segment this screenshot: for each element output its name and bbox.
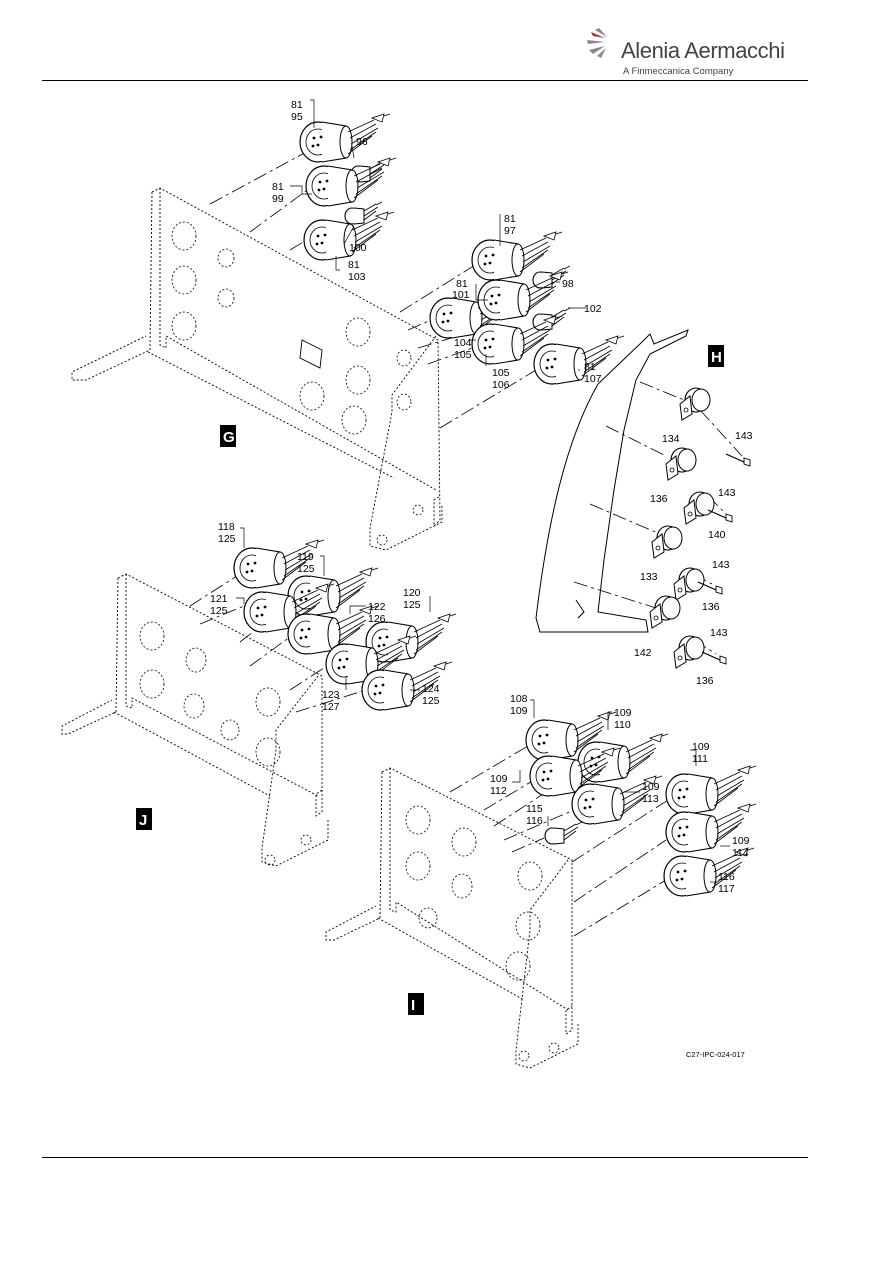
callout-110: 110 [614,719,631,731]
panel-g-holes [171,221,424,546]
callout-123: 123 [322,689,340,701]
callout-136: 136 [696,675,714,687]
callout-105: 105 [492,367,510,379]
callout-102: 102 [584,303,602,315]
company-name: Alenia Aermacchi [621,38,785,63]
panel-h-callouts: 134 143 136 143 140 133 143 136 142 143 … [634,430,753,687]
callout-81: 81 [291,99,303,111]
callout-81: 81 [348,259,360,271]
callout-143: 143 [712,559,730,571]
callout-136: 136 [702,601,720,613]
callout-122: 122 [368,601,386,613]
callout-118: 118 [218,521,235,533]
callout-133: 133 [640,571,658,583]
header-rule [42,80,808,81]
callout-113: 113 [642,793,659,805]
callout-109: 109 [614,707,632,719]
callout-109: 109 [732,835,750,847]
panel-i-leaders [449,745,669,937]
callout-143: 143 [710,627,728,639]
footer-rule [42,1157,808,1158]
panel-g-callout-leaders [290,99,586,371]
view-letter-j: J [139,812,147,829]
callout-81: 81 [584,361,596,373]
callout-124: 124 [422,683,440,695]
panel-i-connectors [525,711,757,897]
panel-j [61,573,329,867]
callout-140: 140 [708,529,726,541]
callout-108: 108 [510,693,528,705]
callout-116: 116 [526,815,543,827]
callout-114: 114 [732,847,749,859]
panel-h [535,329,689,633]
view-letter-g: G [223,429,235,446]
callout-100: 100 [349,242,367,254]
callout-101: 101 [452,289,470,301]
callout-109: 109 [692,741,710,753]
callout-120: 120 [403,587,421,599]
figure-reference: C27-IPC-024-017 [686,1050,745,1059]
callout-121: 121 [210,593,228,605]
callout-116: 116 [718,871,735,883]
callout-106: 106 [492,379,510,391]
alenia-aermacchi-logo-mark-icon [587,28,607,58]
callout-97: 97 [504,225,516,237]
callout-126: 126 [368,613,386,625]
callout-81: 81 [504,213,516,225]
callout-107: 107 [584,373,602,385]
callout-125: 125 [218,533,236,545]
view-label-g: G [220,425,236,447]
panel-i-callouts: 108 109 109 110 109 111 109 112 109 113 … [490,693,750,895]
company-tagline: A Finmeccanica Company [623,66,734,77]
panel-j-callout-leaders [236,527,431,691]
callout-109: 109 [490,773,508,785]
callout-143: 143 [735,430,753,442]
callout-98: 98 [562,278,574,290]
panel-i-callout-leaders [512,699,730,883]
callout-95: 95 [291,111,303,123]
callout-117: 117 [718,883,735,895]
callout-127: 127 [322,701,340,713]
panel-i-holes [405,805,560,1062]
company-logo: Alenia Aermacchi A Finmeccanica Company [585,26,785,82]
panel-i [325,767,579,1069]
callout-109: 109 [510,705,528,717]
view-letter-i: I [411,997,415,1014]
callout-115: 115 [526,803,543,815]
callout-104: 104 [454,337,472,349]
panel-g [71,187,443,551]
callout-143: 143 [718,487,736,499]
callout-112: 112 [490,785,507,797]
callout-136: 136 [650,493,668,505]
callout-125: 125 [403,599,421,611]
callout-99: 99 [272,193,284,205]
callout-81: 81 [272,181,284,193]
panel-g-callouts: 81 95 96 81 99 100 81 103 81 97 98 81 10… [272,99,602,391]
callout-81: 81 [456,278,468,290]
view-label-j: J [136,808,152,830]
view-letter-h: H [711,349,722,366]
page-header: Alenia Aermacchi A Finmeccanica Company [0,0,893,82]
panel-j-callouts: 118 125 119 125 121 125 122 126 120 125 … [210,521,440,713]
callout-103: 103 [348,271,366,283]
callout-111: 111 [692,753,708,765]
view-label-i: I [408,993,424,1015]
panel-j-holes [139,621,312,866]
callout-125: 125 [422,695,440,707]
panel-g-leaders [209,149,537,429]
callout-125: 125 [297,563,315,575]
callout-125: 125 [210,605,228,617]
view-label-h: H [708,345,724,367]
callout-105: 105 [454,349,472,361]
callout-109: 109 [642,781,660,793]
callout-119: 119 [297,551,314,563]
callout-142: 142 [634,647,652,659]
callout-96: 96 [356,136,368,148]
callout-134: 134 [662,433,680,445]
